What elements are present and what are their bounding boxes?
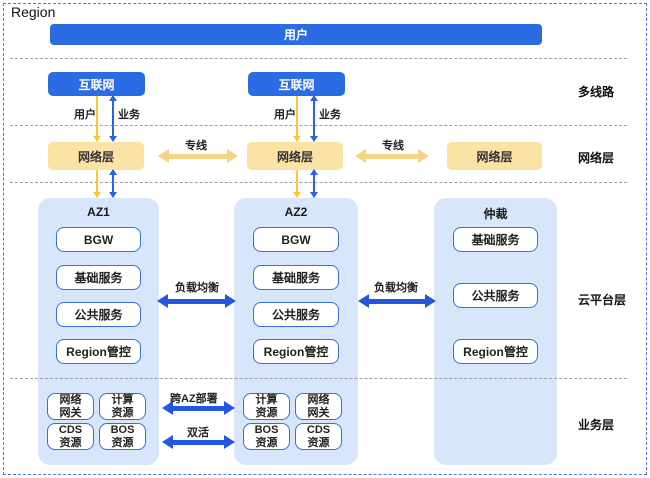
user-link-label-2: 用户 [274, 109, 296, 121]
load-balance-arrow-2 [358, 294, 436, 308]
service-box-az1-public: 公共服务 [56, 302, 141, 327]
network-layer-box-2: 网络层 [247, 142, 343, 170]
cross-az-arrow [162, 401, 235, 415]
az2-title: AZ2 [284, 205, 308, 219]
service-box-az2-basic: 基础服务 [253, 265, 339, 290]
region-label: Region [11, 4, 56, 20]
separator-network-layer [10, 125, 627, 126]
dedicated-line-arrow-1 [158, 149, 238, 163]
separator-cloud-layer [10, 182, 627, 183]
service-box-arb-region-control: Region管控 [453, 339, 538, 364]
layer-label-cloud-platform: 云平台层 [578, 293, 627, 307]
layer-label-multiline: 多线路 [578, 85, 615, 99]
service-box-az2-bgw: BGW [253, 227, 339, 252]
network-layer-box-3: 网络层 [447, 142, 542, 170]
user-bar: 用户 [50, 24, 542, 45]
service-box-az2-public: 公共服务 [253, 302, 339, 327]
cross-az-label: 跨AZ部署 [170, 393, 218, 405]
dedicated-line-label-2: 专线 [382, 140, 404, 152]
az1-title: AZ1 [87, 205, 110, 219]
resource-box-az2-network-gateway: 网络网关 [295, 393, 342, 420]
network-layer-box-1: 网络层 [48, 142, 144, 170]
user-traffic-down-arrow-1 [93, 96, 101, 142]
user-traffic-to-az1-arrow [93, 170, 101, 198]
resource-box-az2-bos: BOS资源 [243, 423, 290, 450]
resource-box-az1-compute: 计算资源 [99, 393, 146, 420]
service-box-az1-bgw: BGW [56, 227, 141, 252]
load-balance-label-1: 负载均衡 [175, 282, 219, 294]
service-box-az2-region-control: Region管控 [253, 339, 339, 364]
business-traffic-to-az2-arrow [310, 169, 318, 198]
service-box-arb-basic: 基础服务 [453, 227, 538, 252]
separator-multiline-layer [10, 58, 627, 59]
resource-box-az1-network-gateway: 网络网关 [47, 393, 94, 420]
business-traffic-arrow-2 [310, 95, 318, 142]
internet-box-2: 互联网 [248, 72, 345, 96]
user-link-label-1: 用户 [74, 109, 96, 121]
layer-label-business: 业务层 [578, 418, 615, 432]
service-box-arb-public: 公共服务 [453, 283, 538, 308]
load-balance-arrow-1 [157, 294, 236, 308]
dedicated-line-label-1: 专线 [185, 140, 207, 152]
resource-box-az1-bos: BOS资源 [99, 423, 146, 450]
separator-business-layer [10, 378, 627, 379]
internet-box-1: 互联网 [48, 72, 145, 96]
business-link-label-2: 业务 [319, 109, 341, 121]
service-box-az1-basic: 基础服务 [56, 265, 141, 290]
user-traffic-down-arrow-2 [293, 96, 301, 142]
dedicated-line-arrow-2 [355, 149, 429, 163]
arbitration-title: 仲裁 [483, 207, 508, 221]
user-traffic-to-az2-arrow [293, 170, 301, 198]
load-balance-label-2: 负载均衡 [374, 282, 418, 294]
resource-box-az1-cds: CDS资源 [47, 423, 94, 450]
business-traffic-to-az1-arrow [109, 169, 117, 198]
resource-box-az2-compute: 计算资源 [243, 393, 290, 420]
service-box-az1-region-control: Region管控 [56, 339, 141, 364]
layer-label-network: 网络层 [578, 151, 615, 165]
dual-active-arrow [162, 435, 235, 449]
dual-active-label: 双活 [187, 427, 209, 439]
business-traffic-arrow-1 [109, 95, 117, 142]
resource-box-az2-cds: CDS资源 [295, 423, 342, 450]
business-link-label-1: 业务 [118, 109, 140, 121]
